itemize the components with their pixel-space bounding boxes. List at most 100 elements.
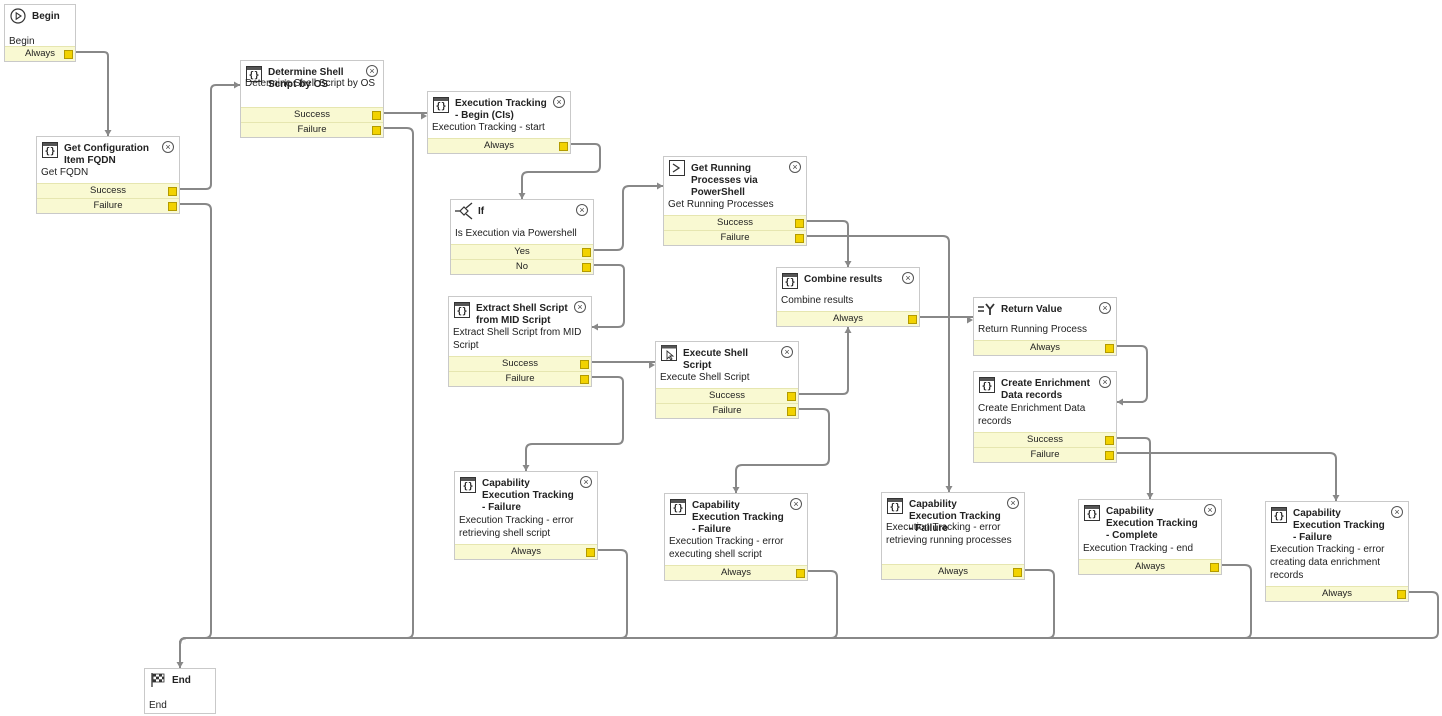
close-icon[interactable]: × (1391, 506, 1403, 518)
script-icon: {} (669, 498, 687, 516)
connector-port[interactable] (787, 392, 796, 401)
connector-createenr-success[interactable] (1111, 437, 1151, 499)
condition-success[interactable]: Success (241, 107, 383, 122)
close-icon[interactable]: × (781, 346, 793, 358)
condition-always[interactable]: Always (428, 138, 570, 153)
condition-failure[interactable]: Failure (241, 122, 383, 137)
connector-port[interactable] (1105, 344, 1114, 353)
condition-yes[interactable]: Yes (451, 244, 593, 259)
connector-if-no[interactable] (588, 264, 625, 328)
connector-execshell-success[interactable] (793, 327, 849, 395)
condition-always[interactable]: Always (455, 544, 597, 559)
connector-port[interactable] (787, 407, 796, 416)
connector-port[interactable] (1105, 451, 1114, 460)
connector-port[interactable] (372, 111, 381, 120)
condition-label: Always (1321, 588, 1353, 599)
condition-failure[interactable]: Failure (449, 371, 591, 386)
condition-failure[interactable]: Failure (664, 230, 806, 245)
connector-port[interactable] (1210, 563, 1219, 572)
condition-success[interactable]: Success (449, 356, 591, 371)
close-icon[interactable]: × (553, 96, 565, 108)
connector-det-shell-to-end[interactable] (179, 127, 414, 668)
connector-port[interactable] (795, 234, 804, 243)
condition-success[interactable]: Success (37, 183, 179, 198)
condition-success[interactable]: Success (664, 215, 806, 230)
activity-det-shell[interactable]: {}Determine Shell Script by OS×Determine… (240, 60, 384, 138)
connector-fail-3-to-end[interactable] (179, 569, 1055, 668)
connector-port[interactable] (168, 202, 177, 211)
activity-exec-begin[interactable]: {}Execution Tracking - Begin (CIs)×Execu… (427, 91, 571, 154)
condition-failure[interactable]: Failure (37, 198, 179, 213)
activity-fail-3[interactable]: {}Capability Execution Tracking - Failur… (881, 492, 1025, 580)
close-icon[interactable]: × (366, 65, 378, 77)
connector-getproc-failure[interactable] (801, 235, 950, 492)
condition-always[interactable]: Always (665, 565, 807, 580)
connector-getproc-success[interactable] (801, 220, 849, 267)
connector-execshell-failure[interactable] (735, 408, 830, 493)
connector-port[interactable] (795, 219, 804, 228)
condition-failure[interactable]: Failure (974, 447, 1116, 462)
close-icon[interactable]: × (580, 476, 592, 488)
close-icon[interactable]: × (789, 161, 801, 173)
condition-always[interactable]: Always (5, 46, 75, 61)
connector-port[interactable] (796, 569, 805, 578)
connector-port[interactable] (908, 315, 917, 324)
condition-always[interactable]: Always (1079, 559, 1221, 574)
connector-port[interactable] (580, 360, 589, 369)
activity-create-enr[interactable]: {}Create Enrichment Data records×Create … (973, 371, 1117, 463)
connector-port[interactable] (586, 548, 595, 557)
close-icon[interactable]: × (162, 141, 174, 153)
activity-exec-shell[interactable]: Execute Shell Script×Execute Shell Scrip… (655, 341, 799, 419)
condition-failure[interactable]: Failure (656, 403, 798, 418)
activity-fail-1[interactable]: {}Capability Execution Tracking - Failur… (454, 471, 598, 560)
connector-execbegin-always[interactable] (521, 143, 601, 199)
close-icon[interactable]: × (574, 301, 586, 313)
condition-success[interactable]: Success (656, 388, 798, 403)
close-icon[interactable]: × (790, 498, 802, 510)
condition-success[interactable]: Success (974, 432, 1116, 447)
condition-always[interactable]: Always (974, 340, 1116, 355)
connector-fail-1-to-end[interactable] (179, 549, 628, 668)
condition-always[interactable]: Always (777, 311, 919, 326)
connector-port[interactable] (1105, 436, 1114, 445)
activity-fail-4[interactable]: {}Capability Execution Tracking - Failur… (1265, 501, 1409, 602)
connector-port[interactable] (582, 248, 591, 257)
connector-begin-always[interactable] (70, 51, 109, 136)
close-icon[interactable]: × (902, 272, 914, 284)
activity-fail-2[interactable]: {}Capability Execution Tracking - Failur… (664, 493, 808, 581)
activity-extract[interactable]: {}Extract Shell Script from MID Script×E… (448, 296, 592, 387)
connector-port[interactable] (64, 50, 73, 59)
close-icon[interactable]: × (1007, 497, 1019, 509)
connector-port[interactable] (168, 187, 177, 196)
connector-port[interactable] (582, 263, 591, 272)
connector-get-ci-to-end[interactable] (174, 203, 212, 668)
connector-port[interactable] (559, 142, 568, 151)
connector-port[interactable] (1013, 568, 1022, 577)
connector-createenr-failure[interactable] (1111, 452, 1337, 501)
condition-always[interactable]: Always (1266, 586, 1408, 601)
connector-port[interactable] (372, 126, 381, 135)
connector-port[interactable] (580, 375, 589, 384)
activity-complete[interactable]: {}Capability Execution Tracking - Comple… (1078, 499, 1222, 575)
close-icon[interactable]: × (576, 204, 588, 216)
connector-return-always[interactable] (1111, 345, 1148, 403)
connector-if-yes[interactable] (588, 185, 663, 251)
close-icon[interactable]: × (1099, 376, 1111, 388)
connector-fail-4-to-end[interactable] (179, 591, 1439, 668)
activity-get-proc[interactable]: Get Running Processes via PowerShell×Get… (663, 156, 807, 246)
connector-getci-success[interactable] (174, 84, 240, 190)
condition-always[interactable]: Always (882, 564, 1024, 579)
connector-fail-2-to-end[interactable] (179, 570, 838, 668)
connector-extract-failure[interactable] (525, 376, 624, 471)
close-icon[interactable]: × (1204, 504, 1216, 516)
connector-port[interactable] (1397, 590, 1406, 599)
condition-no[interactable]: No (451, 259, 593, 274)
close-icon[interactable]: × (1099, 302, 1111, 314)
